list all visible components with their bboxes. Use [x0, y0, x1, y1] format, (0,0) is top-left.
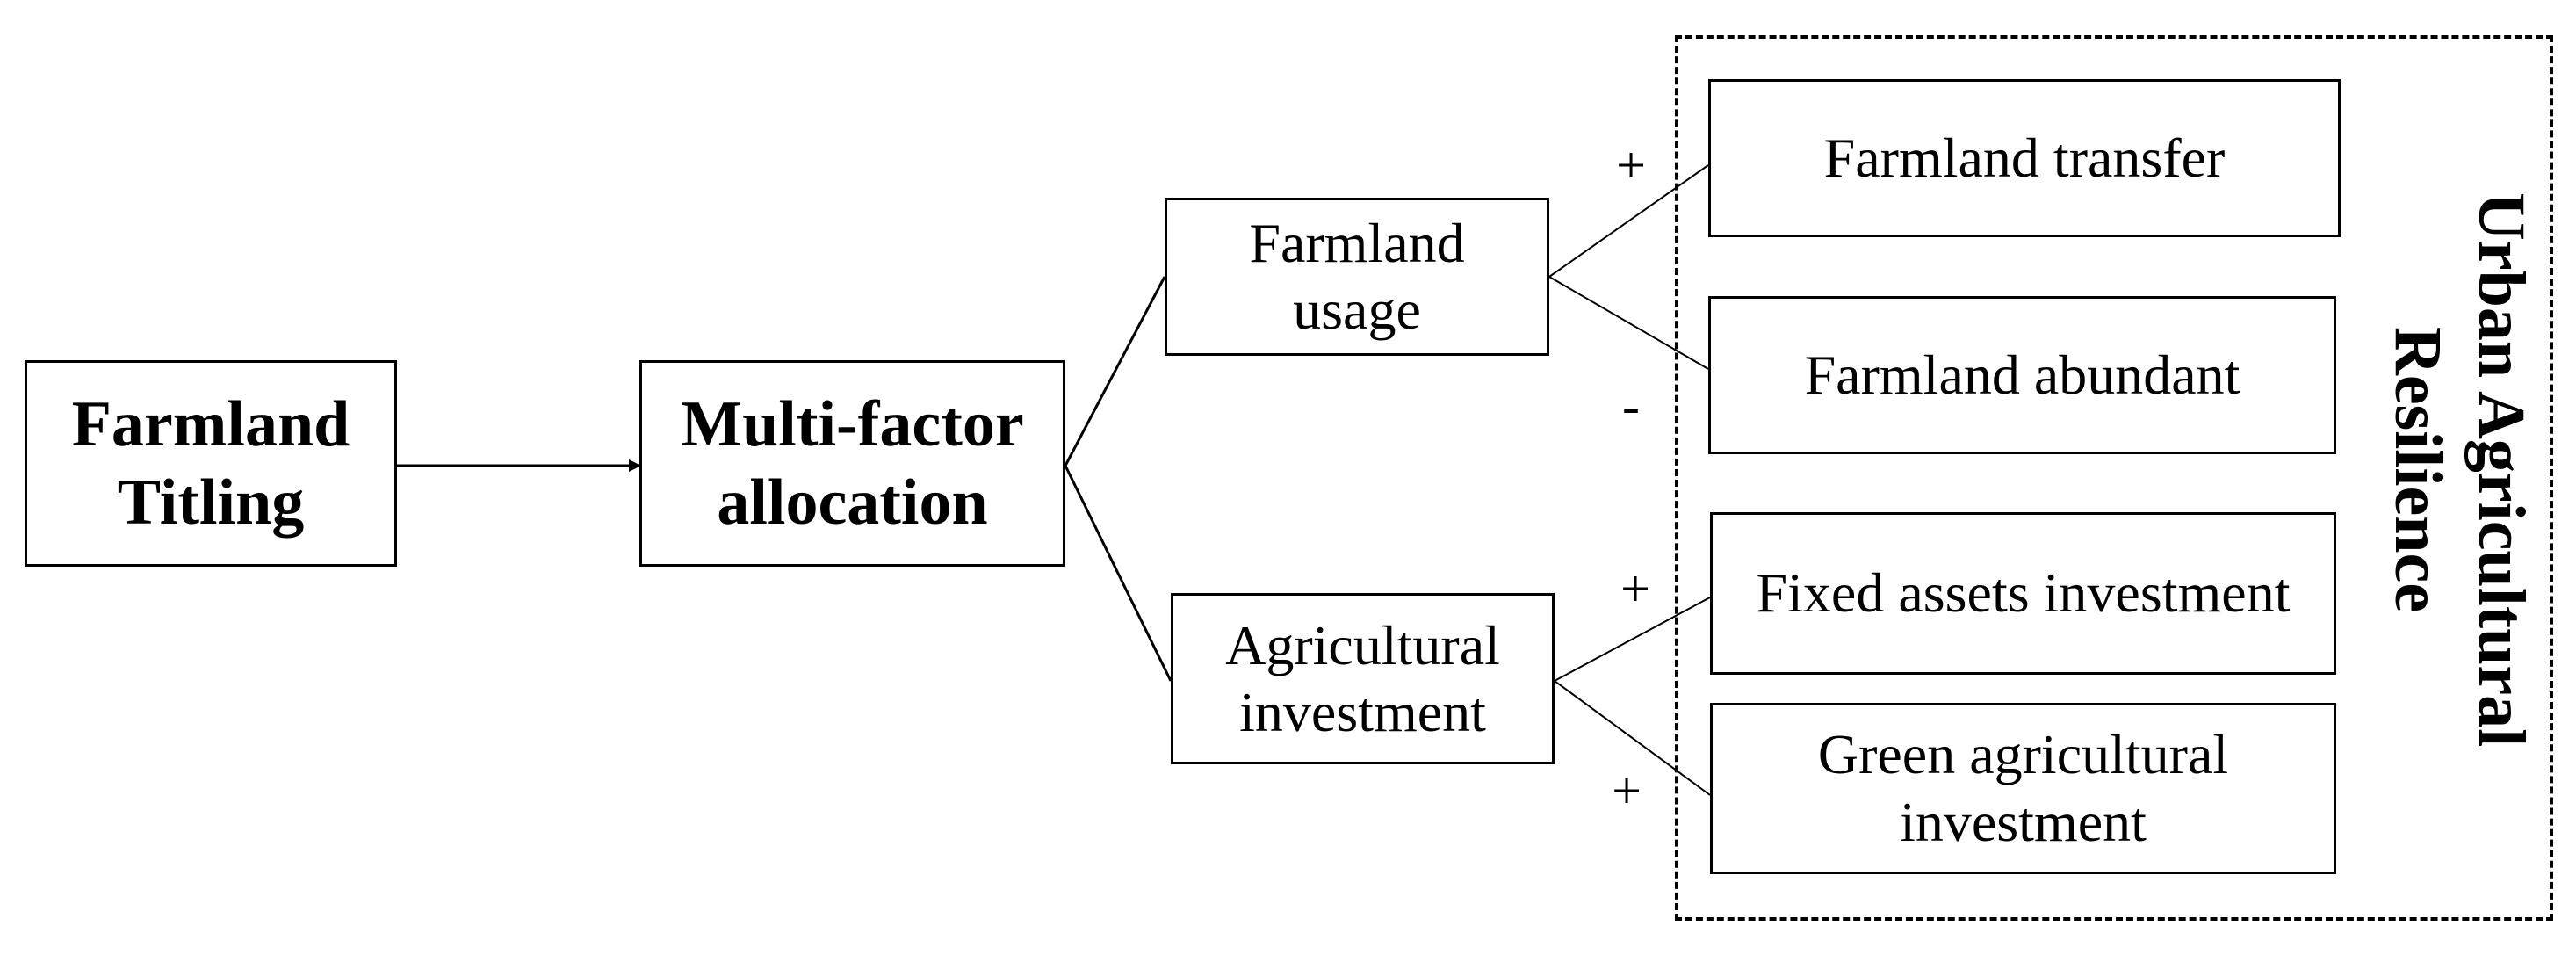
node-farmland-abundant: Farmland abundant: [1708, 296, 2336, 454]
sign-fixed-assets-investment: +: [1620, 560, 1650, 618]
outcome-group-label-wrapper: Urban Agricultural Resilience: [2371, 136, 2547, 804]
node-farmland-transfer: Farmland transfer: [1708, 79, 2341, 237]
node-multi-factor-allocation: Multi-factor allocation: [639, 360, 1065, 567]
line-usage-to-abundant: [1548, 276, 1709, 370]
node-green-agricultural-investment: Green agricultural investment: [1710, 703, 2336, 874]
line-allocation-to-usage: [1064, 276, 1166, 467]
sign-farmland-transfer: +: [1616, 136, 1646, 194]
line-allocation-to-investment: [1064, 465, 1173, 682]
line-investment-to-green: [1554, 680, 1711, 796]
node-agricultural-investment: Agricultural investment: [1171, 593, 1555, 764]
node-farmland-titling: Farmland Titling: [25, 360, 397, 567]
line-usage-to-transfer: [1548, 164, 1709, 278]
outcome-group-frame: [1675, 35, 2553, 921]
sign-farmland-abundant: -: [1622, 377, 1640, 435]
line-investment-to-fixed-assets: [1554, 597, 1711, 682]
node-fixed-assets-investment: Fixed assets investment: [1710, 512, 2336, 675]
outcome-group-label: Urban Agricultural Resilience: [2381, 192, 2538, 748]
sign-green-agricultural-investment: +: [1612, 762, 1642, 820]
node-farmland-usage: Farmland usage: [1165, 198, 1549, 356]
